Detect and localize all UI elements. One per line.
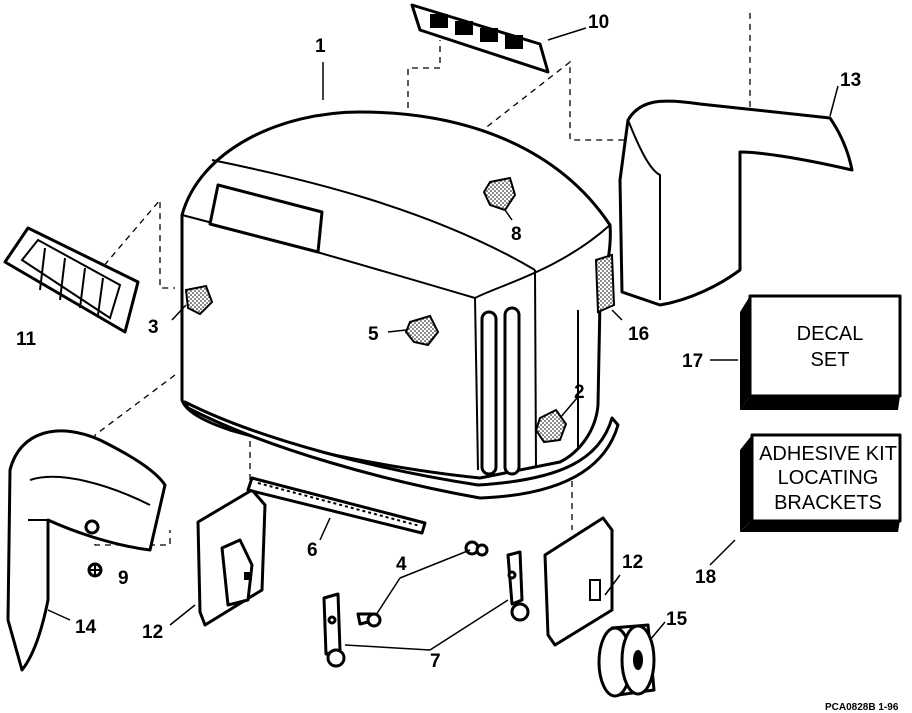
adhesive-box-line1: ADHESIVE KIT	[759, 443, 897, 465]
bracket-panel-right	[543, 516, 614, 647]
side-vent-grille	[3, 226, 140, 334]
lower-front-panel	[6, 429, 167, 672]
callout-18: 18	[695, 567, 716, 588]
top-vent-grille	[410, 3, 550, 74]
callout-2: 2	[574, 382, 585, 403]
callout-12-right: 12	[622, 552, 643, 573]
bracket-panel-left	[196, 488, 267, 627]
rear-cover	[618, 99, 854, 307]
decal-box-line1: DECAL	[797, 323, 864, 345]
callout-3: 3	[148, 317, 159, 338]
callout-12-left: 12	[142, 622, 163, 643]
callout-4: 4	[396, 554, 407, 575]
callout-10: 10	[588, 12, 609, 33]
callout-5: 5	[368, 324, 379, 345]
adhesive-kit-box: ADHESIVE KIT LOCATING BRACKETS	[740, 433, 902, 532]
screw-9	[84, 519, 103, 578]
callout-6: 6	[307, 540, 318, 561]
callout-13: 13	[840, 70, 861, 91]
callout-16: 16	[628, 324, 649, 345]
callout-7: 7	[430, 651, 441, 672]
callout-1: 1	[315, 36, 326, 57]
adhesive-box-line2: LOCATING	[778, 467, 879, 489]
drawing-code: PCA0828B 1-96	[825, 702, 899, 713]
seal-strip	[246, 476, 427, 535]
callout-8: 8	[511, 224, 522, 245]
leader-lines	[47, 27, 839, 651]
adhesive-box-line3: BRACKETS	[774, 492, 882, 514]
callout-numbers: 1 10 13 8 3 11 5 2 16 17 18 6 4 7 9 14 1…	[16, 12, 861, 672]
decal-set-box: DECAL SET	[740, 294, 902, 410]
callout-9: 9	[118, 568, 129, 589]
decal-box-line2: SET	[811, 349, 850, 371]
latch-brackets	[322, 550, 530, 668]
decal-stickers	[184, 176, 616, 444]
tape-roll	[597, 623, 656, 698]
callout-14: 14	[75, 617, 97, 638]
callout-17: 17	[682, 351, 703, 372]
callout-11: 11	[16, 329, 37, 350]
callout-15: 15	[666, 609, 688, 630]
